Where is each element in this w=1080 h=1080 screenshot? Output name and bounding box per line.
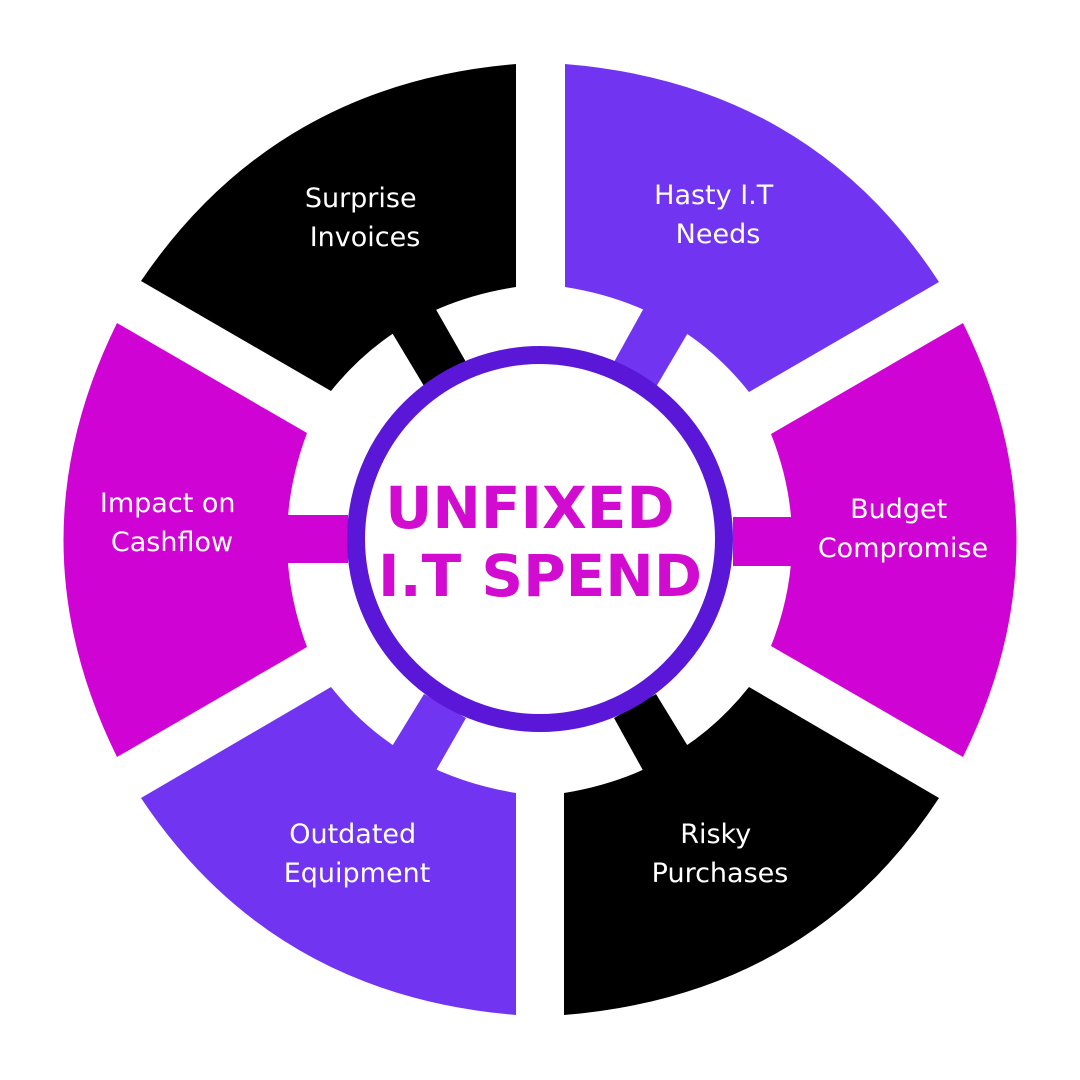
connector-outdated-equipment — [391, 694, 466, 774]
segment-hasty-it-needs-shape — [565, 64, 939, 392]
connector-risky-purchases — [614, 694, 689, 774]
segment-impact-on-cashflow: Impact on Cashflow — [63, 323, 348, 757]
segment-outdated-equipment: Outdated Equipment — [141, 687, 516, 1015]
segments-group: Surprise Invoices Hasty I.T Needs Budget… — [63, 64, 1017, 1015]
segment-label-hasty-it-needs: Hasty I.T Needs — [654, 180, 782, 250]
connector-impact-on-cashflow — [286, 515, 348, 563]
center-title: UNFIXED I.T SPEND — [378, 474, 702, 610]
segment-risky-purchases-shape — [564, 687, 939, 1015]
segment-impact-on-cashflow-shape — [63, 323, 307, 757]
segment-surprise-invoices: Surprise Invoices — [141, 64, 516, 391]
segment-hasty-it-needs: Hasty I.T Needs — [565, 64, 939, 392]
center-hub: UNFIXED I.T SPEND — [347, 346, 733, 732]
connector-hasty-it-needs — [614, 306, 689, 387]
segment-label-impact-on-cashflow: Impact on Cashflow — [100, 488, 244, 558]
segment-budget-compromise-shape — [771, 323, 1017, 757]
segment-label-surprise-invoices: Surprise Invoices — [305, 183, 425, 253]
segment-outdated-equipment-shape — [141, 687, 516, 1015]
segment-label-budget-compromise: Budget Compromise — [818, 494, 988, 564]
connector-budget-compromise — [733, 517, 795, 566]
segment-label-outdated-equipment: Outdated Equipment — [284, 819, 431, 889]
segment-risky-purchases: Risky Purchases — [564, 687, 939, 1015]
segment-budget-compromise: Budget Compromise — [733, 323, 1017, 757]
connector-surprise-invoices — [391, 306, 466, 386]
segment-surprise-invoices-shape — [141, 64, 516, 391]
segment-label-risky-purchases: Risky Purchases — [652, 819, 789, 889]
center-ring — [347, 346, 733, 732]
